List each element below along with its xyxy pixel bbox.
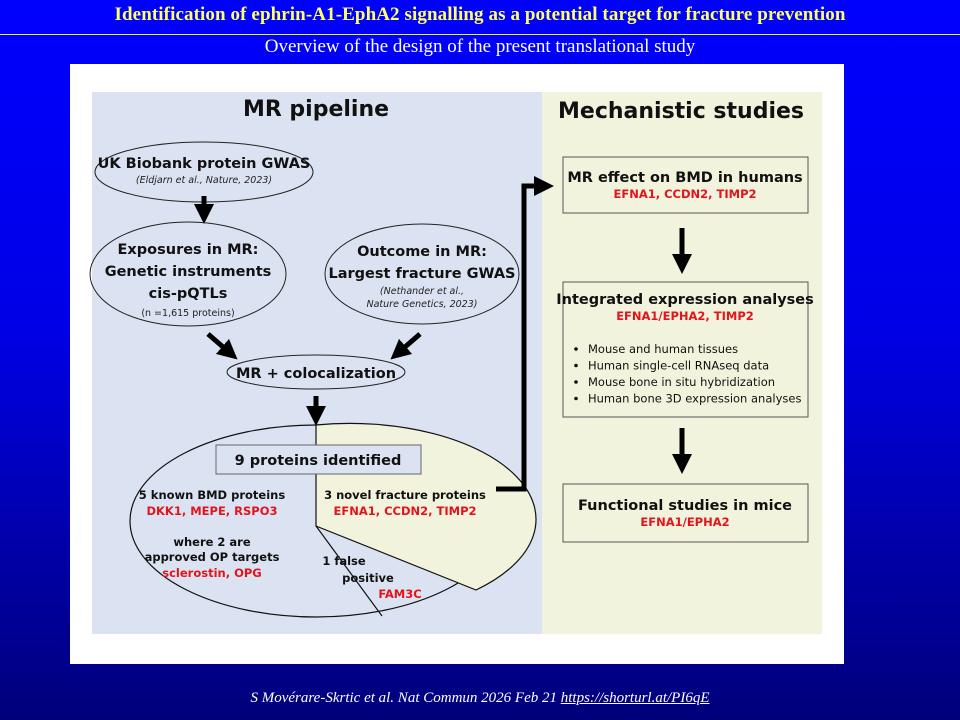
false-positive-gene: FAM3C [378, 587, 421, 601]
expression-genes: EFNA1/EPHA2, TIMP2 [616, 309, 754, 323]
exposures-line2: Genetic instruments [105, 264, 272, 280]
mr-effect-title: MR effect on BMD in humans [567, 170, 802, 186]
bullet-item: Human single-cell RNAseq data [588, 359, 769, 373]
proteins-pie: 9 proteins identified 5 known BMD protei… [129, 422, 537, 618]
known-targets: sclerostin, OPG [162, 566, 261, 580]
arrow-novel-to-mechanistic [496, 176, 554, 492]
novel-label: 3 novel fracture proteins [324, 488, 486, 502]
outcome-node: Outcome in MR: Largest fracture GWAS (Ne… [324, 223, 520, 325]
outcome-line2: Largest fracture GWAS [328, 266, 515, 282]
ukb-cite: (Eldjarn et al., Nature, 2023) [136, 175, 272, 186]
bullet-dot [574, 396, 578, 401]
bullet-dot [574, 363, 578, 368]
study-design-figure: MR pipeline UK Biobank protein GWAS (Eld… [70, 64, 844, 664]
false-positive-line1: 1 false [322, 554, 366, 568]
mr-colocalization-node: MR + colocalization [226, 354, 406, 390]
slide-subtitle: Overview of the design of the present tr… [264, 36, 696, 57]
outcome-cite1: (Nethander et al., [380, 286, 464, 297]
outcome-cite2: Nature Genetics, 2023) [367, 299, 478, 310]
mr-effect-genes: EFNA1, CCDN2, TIMP2 [613, 187, 756, 201]
exposures-node: Exposures in MR: Genetic instruments cis… [89, 221, 287, 327]
ukb-node: UK Biobank protein GWAS (Eldjarn et al.,… [94, 141, 314, 203]
title-divider [0, 34, 960, 35]
bullet-dot [574, 380, 578, 384]
outcome-line1: Outcome in MR: [357, 244, 487, 260]
mechanistic-panel [542, 92, 822, 634]
known-note1: where 2 are [173, 535, 251, 549]
mr-colocalization-label: MR + colocalization [236, 366, 396, 382]
mr-effect-box: MR effect on BMD in humans EFNA1, CCDN2,… [562, 156, 809, 214]
exposures-line1: Exposures in MR: [118, 242, 259, 258]
bullet-dot [574, 347, 578, 351]
known-label: 5 known BMD proteins [139, 488, 286, 502]
known-genes: DKK1, MEPE, RSPO3 [146, 504, 277, 518]
exposures-line3: cis-pQTLs [149, 286, 228, 302]
arrow-exposures-to-mr [206, 332, 238, 360]
functional-title: Functional studies in mice [578, 498, 792, 514]
mr-pipeline-heading: MR pipeline [243, 97, 389, 122]
proteins-identified-box [215, 444, 422, 475]
citation-footer: S Movérare-Skrtic et al. Nat Commun 2026… [0, 690, 960, 707]
bullet-item: Human bone 3D expression analyses [588, 392, 801, 406]
pie-slice-false-positive-edge [315, 525, 383, 617]
functional-studies-box: Functional studies in mice EFNA1/EPHA2 [562, 483, 809, 543]
false-positive-line2: positive [342, 571, 394, 585]
citation-text: S Movérare-Skrtic et al. Nat Commun 2026… [250, 690, 561, 706]
bullet-item: Mouse bone in situ hybridization [588, 375, 775, 389]
known-note2: approved OP targets [145, 550, 280, 564]
novel-genes: EFNA1, CCDN2, TIMP2 [333, 504, 476, 518]
citation-link[interactable]: https://shorturl.at/PI6qE [560, 690, 710, 706]
proteins-identified-label: 9 proteins identified [235, 453, 402, 469]
arrow-outcome-to-mr [390, 332, 422, 360]
exposures-note: (n =1,615 proteins) [141, 308, 234, 319]
slide-title: Identification of ephrin-A1-EphA2 signal… [114, 4, 846, 25]
expression-analyses-box: Integrated expression analyses EFNA1/EPH… [556, 281, 814, 418]
functional-genes: EFNA1/EPHA2 [640, 515, 729, 529]
expression-title: Integrated expression analyses [556, 292, 814, 308]
figure-canvas: MR pipeline UK Biobank protein GWAS (Eld… [89, 92, 822, 634]
mechanistic-heading: Mechanistic studies [558, 99, 804, 124]
bullet-item: Mouse and human tissues [588, 342, 738, 356]
ukb-title: UK Biobank protein GWAS [98, 156, 311, 172]
